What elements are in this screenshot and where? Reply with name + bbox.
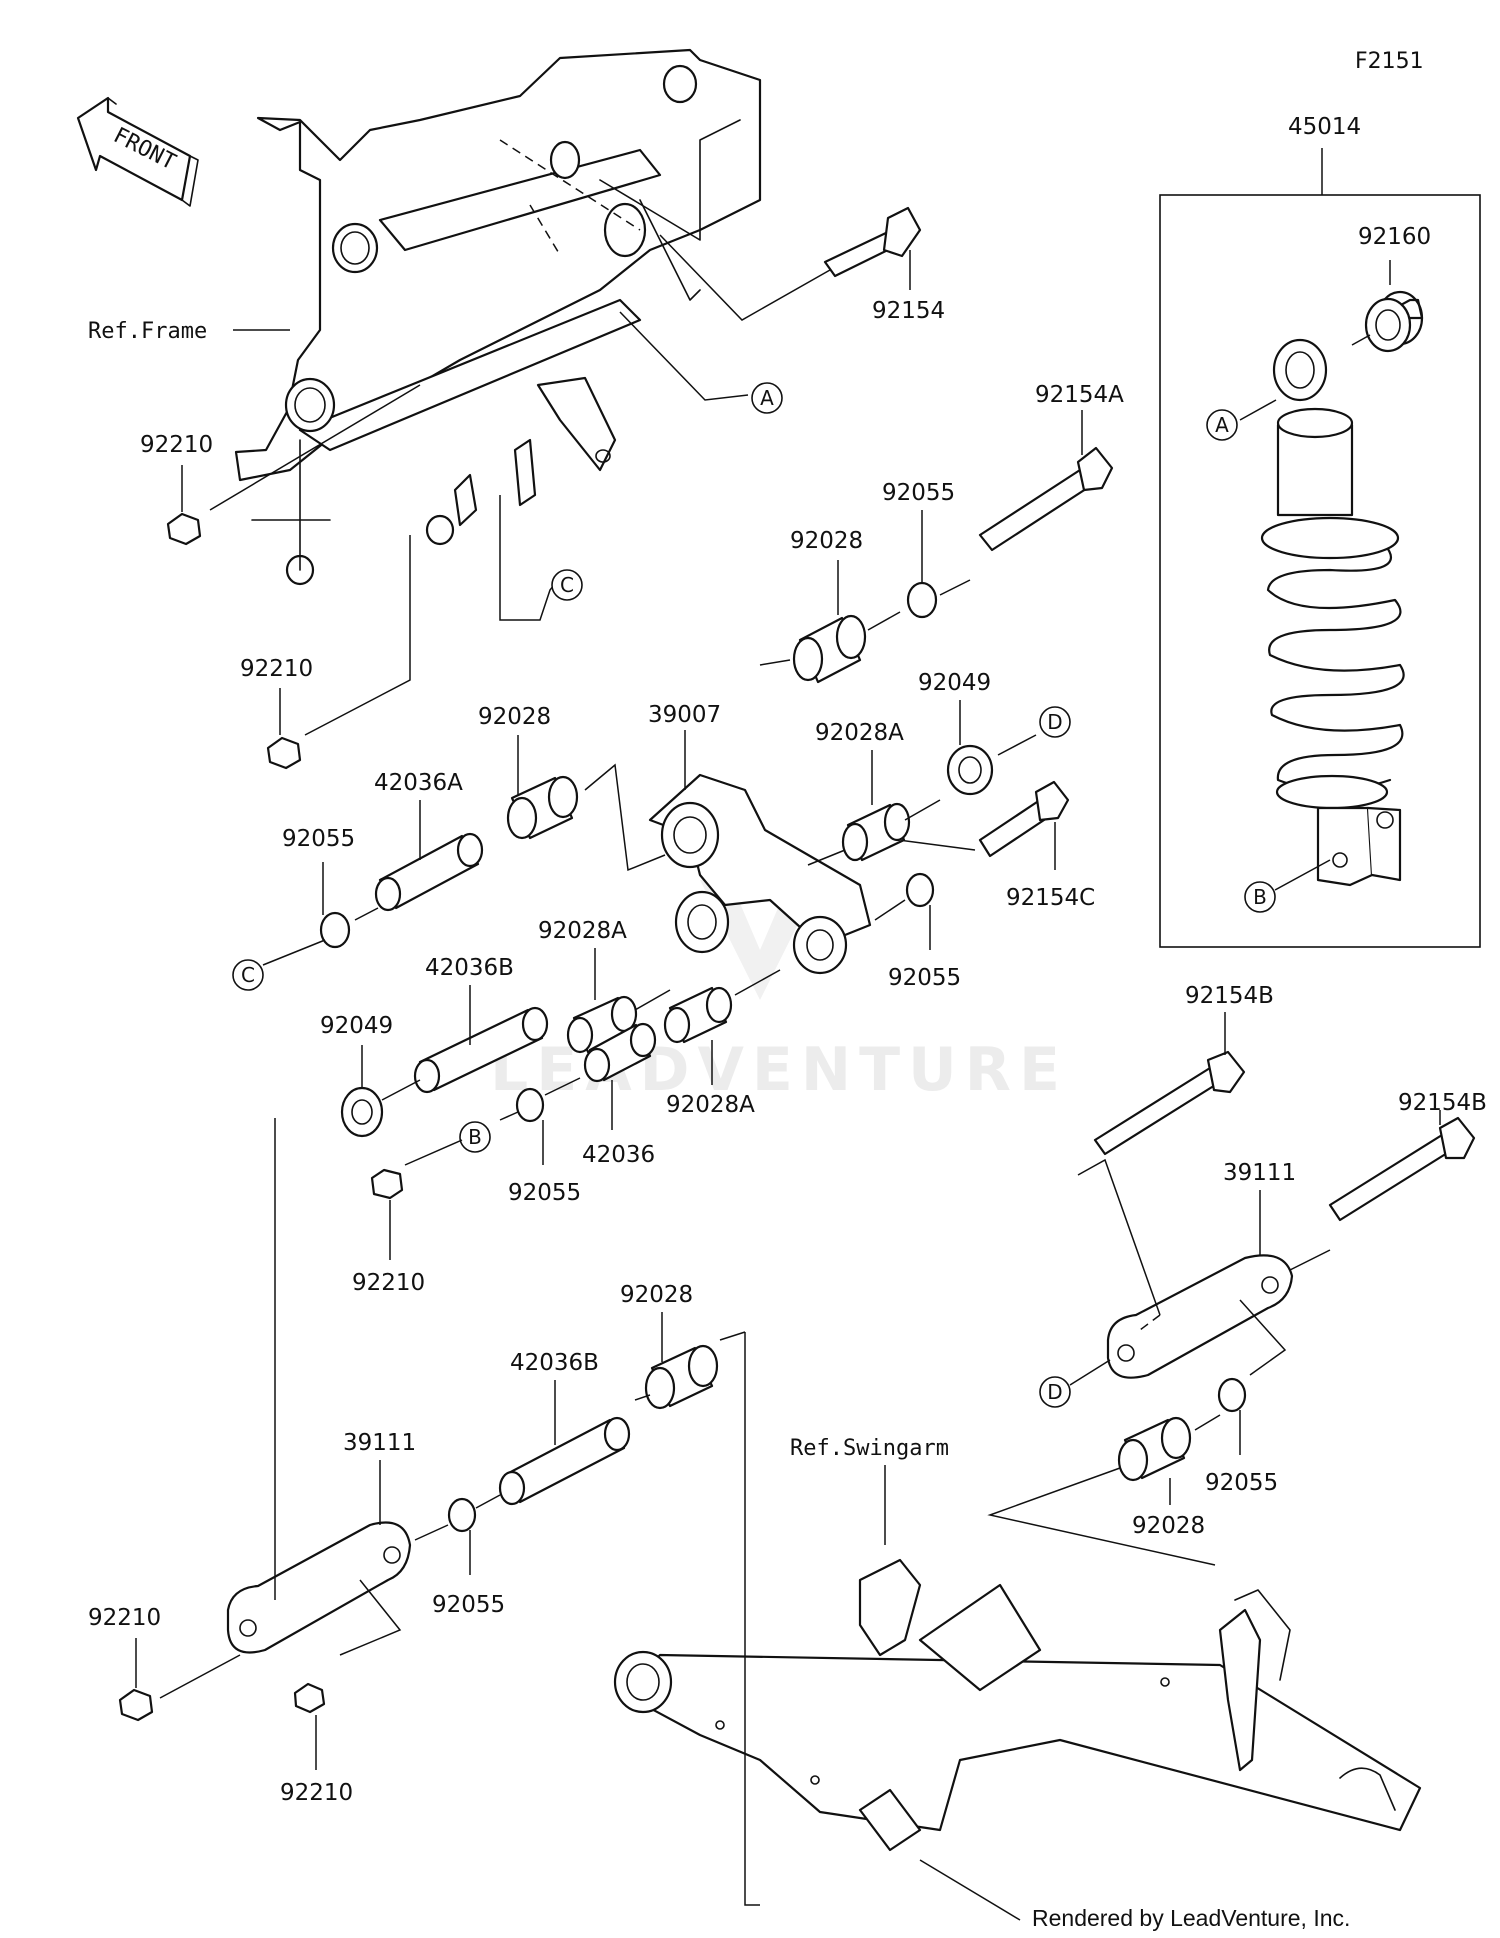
washer-92049-b [340, 1086, 384, 1138]
bolt-92154b-right [1328, 1116, 1476, 1222]
callout-a-frame: A [751, 382, 783, 414]
label-92055-d: 92055 [508, 1180, 581, 1206]
label-92028a-c: 92028A [666, 1092, 755, 1118]
figure-id: F2151 [1355, 49, 1424, 74]
label-39007: 39007 [648, 702, 721, 728]
tie-rod-39111-right [1106, 1254, 1294, 1379]
svg-text:B: B [1253, 885, 1267, 909]
washer-92049-a [946, 744, 994, 796]
label-92154b-right: 92154B [1398, 1090, 1487, 1116]
svg-text:C: C [241, 963, 255, 987]
label-92154b-upper: 92154B [1185, 983, 1274, 1009]
label-92154: 92154 [872, 298, 945, 324]
label-92028-c: 92028 [620, 1282, 693, 1308]
shock-assembly-box [1159, 194, 1481, 948]
label-92210-upper: 92210 [140, 432, 213, 458]
nut-92210-center [370, 1168, 404, 1200]
tie-rod-39111-left [226, 1521, 412, 1654]
sleeve-42036a [374, 832, 484, 912]
label-92154c: 92154C [1006, 885, 1095, 911]
svg-text:B: B [468, 1125, 482, 1149]
label-92049-b: 92049 [320, 1013, 393, 1039]
collar-92028-b [506, 775, 579, 840]
rear-shock-absorber [1260, 338, 1405, 887]
callout-b-shock: B [1244, 881, 1276, 913]
label-92055-b: 92055 [282, 826, 355, 852]
svg-text:A: A [760, 386, 774, 410]
svg-text:C: C [560, 573, 574, 597]
label-42036b-b: 42036B [510, 1350, 599, 1376]
label-92055-a: 92055 [882, 480, 955, 506]
callout-d-lower: D [1039, 1376, 1071, 1408]
nut-92210-upper [166, 512, 202, 546]
footer-credit: Rendered by LeadVenture, Inc. [1032, 1905, 1350, 1931]
label-92055-e: 92055 [432, 1592, 505, 1618]
oring-92055-e [447, 1497, 477, 1533]
label-92028a-b: 92028A [538, 918, 627, 944]
svg-text:D: D [1047, 710, 1062, 734]
swingarm-drawing [613, 1558, 1422, 1852]
rocker-arm-39007 [648, 773, 872, 975]
bushing-92160 [1351, 260, 1424, 353]
front-arrow: FRONT [76, 96, 199, 207]
label-39111-right: 39111 [1223, 1160, 1296, 1186]
collar-92028-d [1117, 1416, 1192, 1482]
label-39111-left: 39111 [343, 1430, 416, 1456]
callout-b-lower: B [459, 1121, 491, 1153]
bolt-92154 [823, 206, 922, 278]
nut-92210-lower-center [293, 1682, 326, 1714]
collar-92028a-c [663, 986, 733, 1044]
collar-92028-c [644, 1344, 719, 1410]
oring-92055-b [319, 911, 351, 949]
label-42036a: 42036A [374, 770, 463, 796]
ref-swingarm-label: Ref.Swingarm [790, 1436, 949, 1461]
collar-92028a-a [841, 802, 911, 862]
label-42036: 42036 [582, 1142, 655, 1168]
oring-92055-a [906, 581, 938, 619]
oring-92055-f [1217, 1377, 1247, 1413]
frame-drawing [234, 48, 762, 586]
label-45014: 45014 [1288, 114, 1361, 140]
label-92028-b: 92028 [478, 704, 551, 730]
callout-c-frame: C [551, 569, 583, 601]
sleeve-42036b-a [413, 1006, 549, 1094]
label-92160: 92160 [1358, 224, 1431, 250]
label-92154a: 92154A [1035, 382, 1124, 408]
callout-a-shock: A [1206, 409, 1238, 441]
label-92210-lower-left: 92210 [88, 1605, 161, 1631]
nut-92210-second [266, 736, 302, 770]
label-92055-c: 92055 [888, 965, 961, 991]
callout-d-upper: D [1039, 706, 1071, 738]
label-92210-second: 92210 [240, 656, 313, 682]
oring-92055-c [905, 872, 935, 908]
bolt-92154b-upper [1093, 1050, 1246, 1156]
callout-c-left: C [232, 959, 264, 991]
svg-text:A: A [1215, 413, 1229, 437]
label-92055-f: 92055 [1205, 1470, 1278, 1496]
sleeve-42036 [583, 1022, 657, 1083]
bolt-92154a [978, 446, 1114, 552]
label-92210-lower-center: 92210 [280, 1780, 353, 1806]
svg-text:D: D [1047, 1380, 1062, 1404]
oring-92055-d [515, 1087, 545, 1123]
nut-92210-lower-left [118, 1688, 154, 1722]
label-92028-d: 92028 [1132, 1513, 1205, 1539]
label-92049-a: 92049 [918, 670, 991, 696]
collar-92028-a [792, 614, 867, 684]
label-92028-a: 92028 [790, 528, 863, 554]
label-42036b-a: 42036B [425, 955, 514, 981]
bolt-92154c [978, 780, 1070, 858]
label-92028a-a: 92028A [815, 720, 904, 746]
sleeve-42036b-b [498, 1416, 631, 1506]
ref-frame-label: Ref.Frame [88, 319, 207, 344]
label-92210-center: 92210 [352, 1270, 425, 1296]
